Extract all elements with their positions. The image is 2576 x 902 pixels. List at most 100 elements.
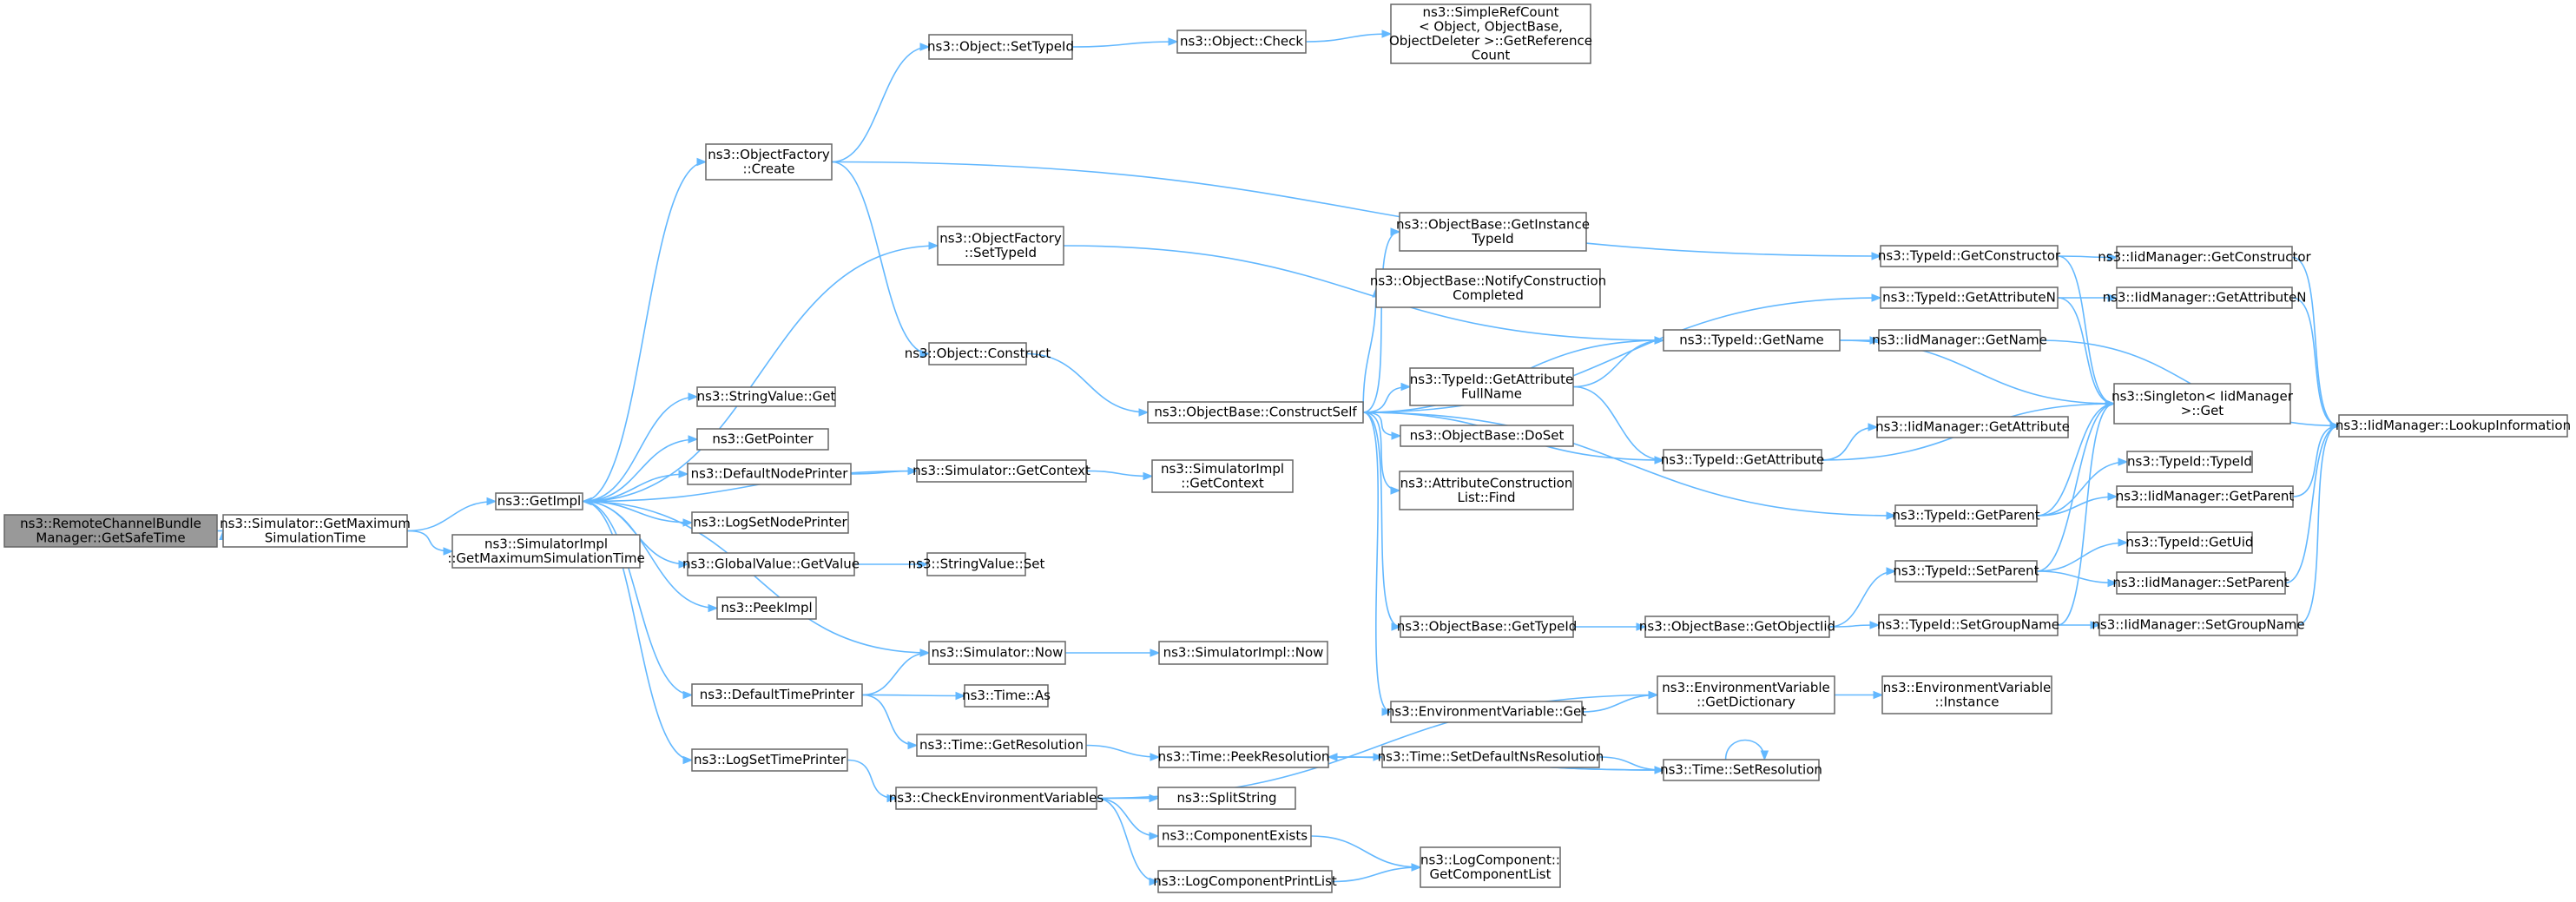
graph-node-n24[interactable]: ns3::SimulatorImpl::GetContext: [1151, 459, 1294, 493]
node-box[interactable]: [691, 511, 849, 534]
graph-node-n55[interactable]: ns3::IidManager::GetAttributeN: [2103, 286, 2307, 309]
node-box[interactable]: [964, 684, 1049, 708]
node-box[interactable]: [2116, 571, 2286, 595]
node-box[interactable]: [916, 459, 1087, 483]
node-box[interactable]: [1381, 746, 1600, 768]
node-box[interactable]: [1876, 416, 2069, 438]
node-box[interactable]: [1390, 3, 1591, 64]
graph-node-n30[interactable]: ns3::SimpleRefCount< Object, ObjectBase,…: [1389, 3, 1592, 64]
node-box[interactable]: [1400, 425, 1574, 447]
node-box[interactable]: [1894, 560, 2038, 583]
graph-node-n53[interactable]: ns3::EnvironmentVariable::Instance: [1881, 675, 2052, 714]
graph-node-n21[interactable]: ns3::CheckEnvironmentVariables: [889, 787, 1104, 810]
node-box[interactable]: [2338, 414, 2568, 438]
node-box[interactable]: [916, 734, 1087, 757]
graph-node-n19[interactable]: ns3::Time::As: [962, 684, 1051, 708]
graph-node-n23[interactable]: ns3::ObjectBase::ConstructSelf: [1147, 401, 1364, 424]
node-box[interactable]: [928, 342, 1027, 365]
node-box[interactable]: [1663, 449, 1822, 471]
node-box[interactable]: [222, 514, 408, 548]
node-box[interactable]: [2116, 286, 2293, 309]
node-box[interactable]: [2113, 383, 2291, 425]
graph-node-n56[interactable]: ns3::TypeId::TypeId: [2126, 451, 2253, 473]
graph-node-n28[interactable]: ns3::ComponentExists: [1157, 825, 1312, 847]
graph-node-n14[interactable]: ns3::Object::SetTypeId: [927, 34, 1074, 60]
graph-node-n38[interactable]: ns3::Time::SetDefaultNsResolution: [1378, 746, 1604, 768]
node-box[interactable]: [1878, 329, 2041, 352]
graph-node-n26[interactable]: ns3::Time::PeekResolution: [1158, 746, 1330, 768]
node-box[interactable]: [1420, 846, 1561, 888]
graph-node-n1[interactable]: ns3::Simulator::GetMaximumSimulationTime: [220, 514, 411, 548]
node-box[interactable]: [1644, 616, 1830, 638]
node-box[interactable]: [1390, 701, 1583, 723]
node-box[interactable]: [2116, 246, 2293, 269]
graph-node-n8[interactable]: ns3::DefaultNodePrinter: [687, 463, 852, 485]
graph-node-n57[interactable]: ns3::IidManager::GetParent: [2116, 485, 2295, 508]
node-box[interactable]: [1399, 471, 1574, 510]
graph-node-n45[interactable]: ns3::TypeId::GetConstructor: [1878, 245, 2061, 267]
graph-node-n59[interactable]: ns3::IidManager::SetParent: [2112, 571, 2289, 595]
node-box[interactable]: [2098, 614, 2298, 636]
node-box[interactable]: [1158, 641, 1328, 665]
graph-node-n49[interactable]: ns3::IidManager::GetAttribute: [1875, 416, 2070, 438]
node-box[interactable]: [2116, 485, 2294, 508]
node-box[interactable]: [1881, 675, 2052, 714]
node-box[interactable]: [696, 428, 829, 451]
graph-node-n36[interactable]: ns3::ObjectBase::GetTypeId: [1397, 616, 1578, 638]
node-box[interactable]: [1400, 616, 1574, 638]
node-box[interactable]: [928, 34, 1073, 60]
node-box[interactable]: [928, 641, 1066, 665]
node-box[interactable]: [2126, 451, 2253, 473]
node-box[interactable]: [1409, 367, 1574, 406]
node-box[interactable]: [1375, 268, 1601, 308]
node-box[interactable]: [3, 514, 218, 548]
node-box[interactable]: [1157, 787, 1296, 810]
graph-node-n25[interactable]: ns3::SimulatorImpl::Now: [1158, 641, 1328, 665]
graph-node-n5[interactable]: ns3::ObjectFactory::SetTypeId: [937, 226, 1064, 266]
graph-node-n47[interactable]: ns3::IidManager::GetName: [1872, 329, 2047, 352]
node-box[interactable]: [1176, 30, 1307, 54]
graph-node-n16[interactable]: ns3::Simulator::GetContext: [912, 459, 1090, 483]
graph-node-n4[interactable]: ns3::ObjectFactory::Create: [705, 143, 833, 181]
graph-node-n18[interactable]: ns3::Simulator::Now: [928, 641, 1066, 665]
node-box[interactable]: [687, 463, 852, 485]
graph-node-n44[interactable]: ns3::Time::SetResolution: [1660, 759, 1822, 781]
node-box[interactable]: [1878, 614, 2059, 636]
graph-node-n10[interactable]: ns3::GlobalValue::GetValue: [682, 552, 860, 576]
graph-node-n48[interactable]: ns3::Singleton< IidManager>::Get: [2112, 383, 2294, 425]
graph-node-n41[interactable]: ns3::TypeId::GetAttribute: [1661, 449, 1824, 471]
graph-node-n50[interactable]: ns3::TypeId::GetParent: [1892, 504, 2040, 527]
graph-node-n46[interactable]: ns3::TypeId::GetAttributeN: [1880, 286, 2059, 309]
graph-node-n34[interactable]: ns3::ObjectBase::DoSet: [1400, 425, 1574, 447]
node-box[interactable]: [1663, 759, 1820, 781]
node-box[interactable]: [1880, 286, 2059, 309]
node-box[interactable]: [1657, 675, 1835, 714]
node-box[interactable]: [495, 492, 583, 510]
node-box[interactable]: [926, 552, 1026, 576]
graph-node-n3[interactable]: ns3::SimulatorImpl::GetMaximumSimulation…: [447, 534, 645, 569]
node-box[interactable]: [1894, 504, 2038, 527]
node-box[interactable]: [2126, 531, 2253, 554]
graph-node-n37[interactable]: ns3::EnvironmentVariable::Get: [1387, 701, 1586, 723]
graph-node-n43[interactable]: ns3::EnvironmentVariable::GetDictionary: [1657, 675, 1835, 714]
node-box[interactable]: [451, 534, 641, 569]
node-box[interactable]: [1663, 329, 1841, 352]
node-box[interactable]: [1151, 459, 1294, 493]
graph-node-n27[interactable]: ns3::SplitString: [1157, 787, 1296, 810]
node-box[interactable]: [1157, 870, 1333, 893]
graph-node-n15[interactable]: ns3::Object::Construct: [905, 342, 1051, 365]
node-box[interactable]: [1880, 245, 2059, 267]
graph-node-n32[interactable]: ns3::ObjectBase::NotifyConstructionCompl…: [1370, 268, 1606, 308]
graph-node-n61[interactable]: ns3::IidManager::LookupInformation: [2336, 414, 2571, 438]
graph-node-n29[interactable]: ns3::LogComponentPrintList: [1153, 870, 1337, 893]
graph-node-n52[interactable]: ns3::TypeId::SetGroupName: [1877, 614, 2059, 636]
node-box[interactable]: [691, 748, 848, 772]
graph-node-n6[interactable]: ns3::StringValue::Get: [696, 386, 836, 407]
node-box[interactable]: [691, 683, 863, 707]
graph-node-n54[interactable]: ns3::IidManager::GetConstructor: [2098, 246, 2312, 269]
node-box[interactable]: [1399, 212, 1587, 252]
graph-node-n39[interactable]: ns3::LogComponent::GetComponentList: [1420, 846, 1561, 888]
graph-node-n51[interactable]: ns3::TypeId::SetParent: [1893, 560, 2039, 583]
